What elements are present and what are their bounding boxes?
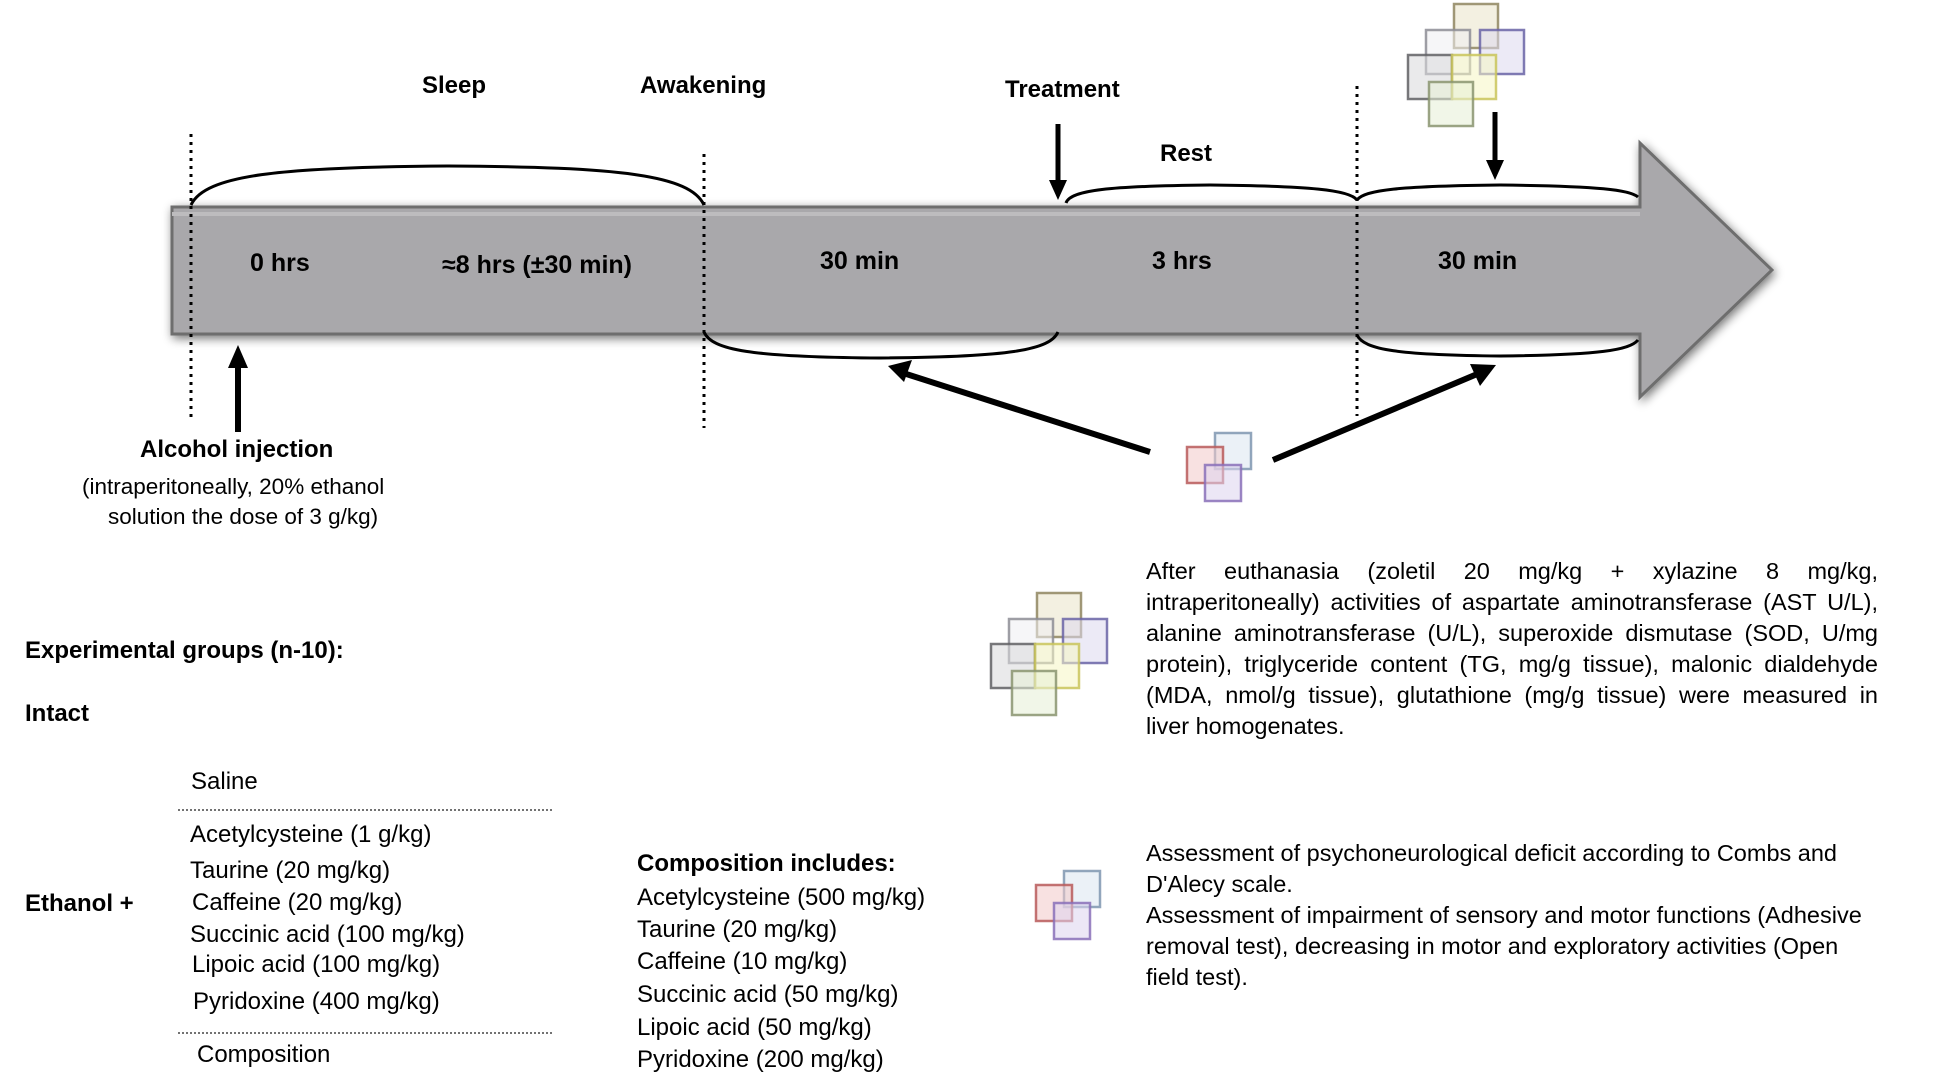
brace-sleep (189, 164, 706, 206)
brace-awakening-bottom (702, 331, 1060, 360)
composition-item: Caffeine (10 mg/kg) (637, 948, 848, 975)
violet-square (1061, 617, 1109, 665)
brace-final-top (1355, 183, 1639, 202)
phase-label-sleep: Sleep (422, 72, 487, 99)
composition-item: Acetylcysteine (500 mg/kg) (637, 884, 926, 911)
treatment-composition: Composition (197, 1041, 331, 1068)
bar-label-30min-awakening: 30 min (820, 247, 900, 275)
purple-square (1203, 463, 1243, 503)
behavior-legend-squares-icon (1034, 869, 1102, 941)
groups-heading: Experimental groups (n-10): (25, 637, 344, 664)
group-ethanol: Ethanol + (25, 890, 134, 917)
injection-detail-line1: (intraperitoneally, 20% ethanol (82, 474, 385, 499)
green-square (1010, 669, 1058, 717)
composition-item: Succinic acid (50 mg/kg) (637, 981, 899, 1008)
group-intact: Intact (25, 700, 90, 727)
injection-detail-line2: solution the dose of 3 g/kg) (108, 504, 379, 529)
composition-item: Lipoic acid (50 mg/kg) (637, 1014, 872, 1041)
phase-label-awakening: Awakening (640, 72, 767, 99)
legend-behavior-text-2: Assessment of impairment of sensory and … (1146, 902, 1862, 990)
bar-label-3h: 3 hrs (1152, 247, 1212, 275)
bar-label-8h: ≈8 hrs (±30 min) (442, 251, 632, 279)
biochem-squares-icon (1406, 2, 1526, 128)
treatment-item: Pyridoxine (400 mg/kg) (193, 988, 440, 1015)
brace-final-bottom (1355, 334, 1640, 358)
treatment-item: Caffeine (20 mg/kg) (192, 889, 403, 916)
sampling-arrow-icon (1486, 112, 1504, 180)
purple-square (1052, 901, 1092, 941)
behavior-arrow-left-icon (888, 360, 1151, 455)
treatment-item: Acetylcysteine (1 g/kg) (190, 821, 432, 848)
bar-label-0h: 0 hrs (250, 249, 310, 277)
green-square (1427, 80, 1475, 128)
legend-behavior-text-1: Assessment of psychoneurological deficit… (1146, 840, 1838, 897)
treatment-item: Succinic acid (100 mg/kg) (190, 921, 465, 948)
biochem-legend-squares-icon (989, 591, 1109, 717)
legend-biochem-text: After euthanasia (zoletil 20 mg/kg + xyl… (1146, 558, 1878, 739)
behavior-arrow-right-icon (1271, 364, 1496, 463)
group-saline: Saline (191, 768, 258, 795)
injection-title: Alcohol injection (140, 436, 334, 463)
bar-label-30min-final: 30 min (1438, 247, 1518, 275)
timeline-arrow (170, 139, 1775, 401)
behavior-squares-icon (1185, 431, 1253, 503)
injection-arrow-icon (228, 345, 248, 432)
brace-rest (1064, 183, 1359, 204)
composition-heading: Composition includes: (637, 850, 896, 877)
treatment-item: Taurine (20 mg/kg) (190, 857, 391, 884)
treatment-arrow-icon (1049, 124, 1067, 200)
composition-item: Pyridoxine (200 mg/kg) (637, 1046, 884, 1073)
composition-item: Taurine (20 mg/kg) (637, 916, 838, 943)
treatment-item: Lipoic acid (100 mg/kg) (192, 951, 441, 978)
phase-label-treatment: Treatment (1005, 76, 1120, 103)
phase-label-rest: Rest (1160, 140, 1213, 167)
